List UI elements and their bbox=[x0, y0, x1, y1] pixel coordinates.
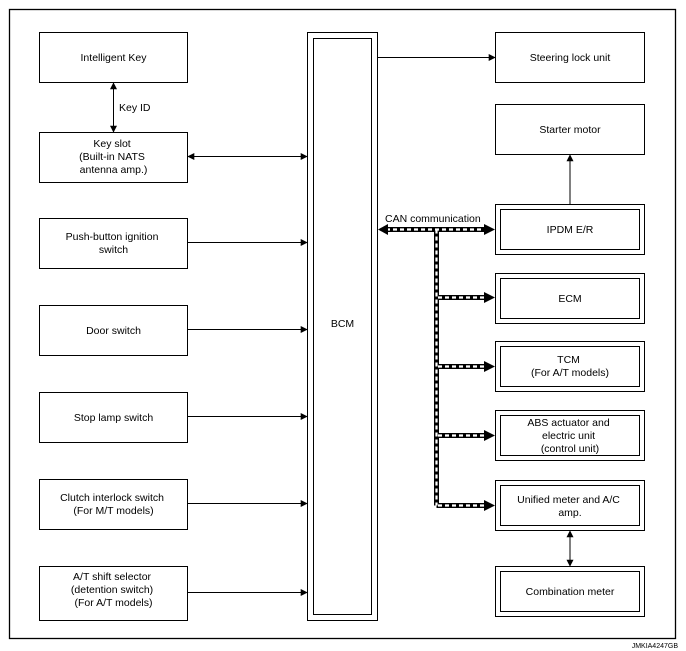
key-id-label: Key ID bbox=[119, 102, 151, 114]
figure-code: JMKIA4247GB bbox=[632, 643, 679, 650]
abs-label-line-3: (control unit) bbox=[541, 443, 599, 455]
stop-lamp-switch-box: Stop lamp switch bbox=[39, 392, 188, 443]
can-arrow-bcm bbox=[378, 224, 388, 235]
unified-meter-label-line-2: amp. bbox=[558, 507, 581, 519]
key-slot-label-line-3: antenna amp.) bbox=[80, 164, 148, 176]
ipdm-er-box: IPDM E/R bbox=[495, 204, 645, 255]
bcm-block: BCM bbox=[307, 32, 378, 621]
unified-meter-box: Unified meter and A/C amp. bbox=[495, 480, 645, 531]
starter-motor-label: Starter motor bbox=[539, 124, 601, 136]
push-button-label-line-1: Push-button ignition bbox=[66, 231, 159, 243]
svg-text:Push-button ignition swi: Push-button ignition switch bbox=[66, 231, 162, 256]
door-switch-box: Door switch bbox=[39, 305, 188, 356]
key-slot-box: Key slot (Built-in NATS antenna amp.) bbox=[39, 132, 188, 183]
svg-text:Clutch interlock switch: Clutch interlock switch (For M/T models) bbox=[60, 492, 167, 517]
at-shift-label-line-1: A/T shift selector bbox=[73, 571, 152, 583]
at-shift-label-line-2: (detention switch) bbox=[71, 584, 153, 596]
ecm-label: ECM bbox=[558, 293, 581, 305]
tcm-box: TCM (For A/T models) bbox=[495, 341, 645, 392]
clutch-interlock-switch-box: Clutch interlock switch (For M/T models) bbox=[39, 479, 188, 530]
svg-text:ECM: ECM bbox=[558, 293, 581, 305]
abs-actuator-box: ABS actuator and electric unit (control … bbox=[495, 410, 645, 461]
svg-text:Combination meter: Combination meter bbox=[526, 586, 615, 598]
at-shift-selector-box: A/T shift selector (detention switch) (F… bbox=[39, 566, 188, 621]
svg-text:Unified meter and A/C am: Unified meter and A/C amp. bbox=[517, 494, 623, 519]
clutch-interlock-label-line-1: Clutch interlock switch bbox=[60, 492, 164, 504]
can-arrow-unified-meter bbox=[484, 500, 495, 511]
door-switch-label: Door switch bbox=[86, 325, 141, 337]
combination-meter-box: Combination meter bbox=[495, 566, 645, 617]
svg-text:IPDM E/R: IPDM E/R bbox=[547, 224, 594, 236]
at-shift-label-line-3: (For A/T models) bbox=[75, 597, 153, 609]
abs-label-line-2: electric unit bbox=[542, 430, 595, 442]
steering-lock-unit-box: Steering lock unit bbox=[495, 32, 645, 83]
starter-motor-box: Starter motor bbox=[495, 104, 645, 155]
abs-label-line-1: ABS actuator and bbox=[527, 417, 609, 429]
svg-text:A/T shift selector (dete: A/T shift selector (detention switch) (F… bbox=[71, 571, 156, 609]
intelligent-key-box: Intelligent Key bbox=[39, 32, 188, 83]
combination-meter-label: Combination meter bbox=[526, 586, 615, 598]
ecm-box: ECM bbox=[495, 273, 645, 324]
can-arrow-abs bbox=[484, 430, 495, 441]
svg-text:Starter motor: Starter motor bbox=[539, 124, 601, 136]
ipdm-er-label: IPDM E/R bbox=[547, 224, 594, 236]
bcm-label: BCM bbox=[331, 318, 354, 330]
tcm-label-line-2: (For A/T models) bbox=[531, 367, 609, 379]
tcm-label-line-1: TCM bbox=[557, 354, 580, 366]
push-button-label-line-2: switch bbox=[99, 244, 128, 256]
svg-text:Key slot (Built-in NATS: Key slot (Built-in NATS antenna amp.) bbox=[79, 138, 148, 176]
diagram-frame bbox=[8, 8, 677, 640]
svg-text:Intelligent Key: Intelligent Key bbox=[81, 52, 148, 64]
key-slot-label-line-1: Key slot bbox=[93, 138, 130, 150]
clutch-interlock-label-line-2: (For M/T models) bbox=[73, 505, 153, 517]
can-communication-label: CAN communication bbox=[385, 213, 481, 225]
can-arrow-tcm bbox=[484, 361, 495, 372]
can-arrow-ecm bbox=[484, 292, 495, 303]
can-bus bbox=[378, 224, 495, 511]
unified-meter-label-line-1: Unified meter and A/C bbox=[517, 494, 620, 506]
stop-lamp-switch-label: Stop lamp switch bbox=[74, 412, 154, 424]
svg-text:Steering lock unit: Steering lock unit bbox=[530, 52, 611, 64]
can-arrow-ipdm bbox=[484, 224, 495, 235]
svg-text:Door switch: Door switch bbox=[86, 325, 141, 337]
svg-text:ABS actuator and electri: ABS actuator and electric unit (control … bbox=[527, 417, 612, 455]
steering-lock-label: Steering lock unit bbox=[530, 52, 611, 64]
intelligent-key-label: Intelligent Key bbox=[81, 52, 148, 64]
push-button-ignition-switch-box: Push-button ignition switch bbox=[39, 218, 188, 269]
key-slot-label-line-2: (Built-in NATS bbox=[79, 151, 145, 163]
svg-text:TCM (For A/T models): TCM (For A/T models) bbox=[531, 354, 609, 379]
svg-text:Stop lamp switch: Stop lamp switch bbox=[74, 412, 154, 424]
